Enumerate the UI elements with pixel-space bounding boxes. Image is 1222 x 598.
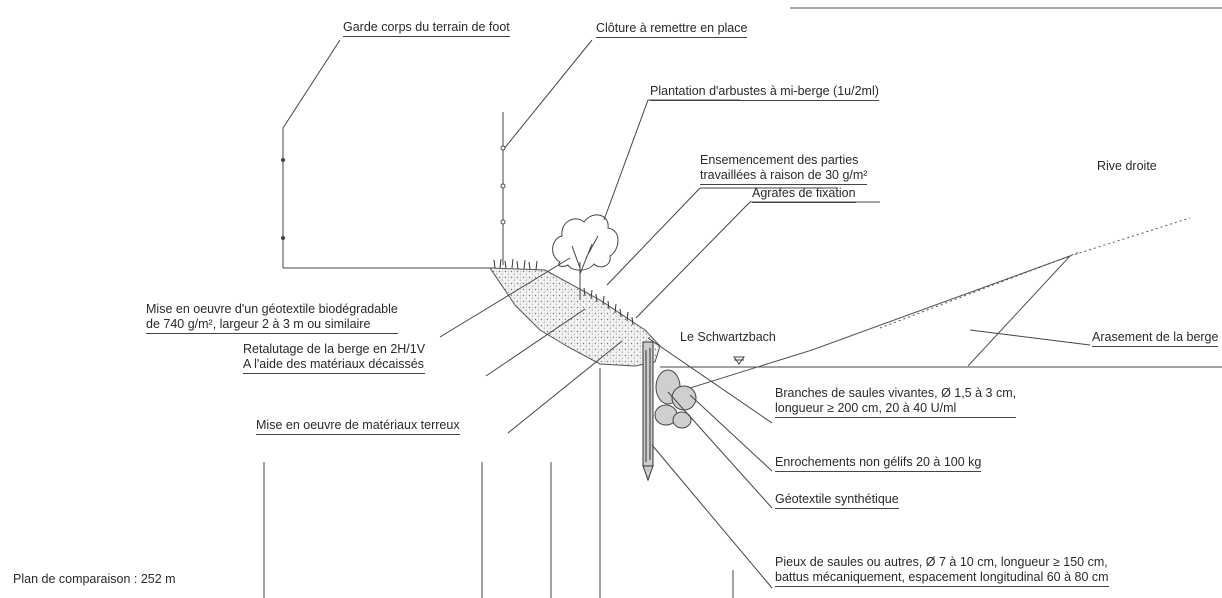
bank-soil bbox=[489, 267, 661, 367]
water-level bbox=[660, 356, 1222, 368]
label-retalutage-line1: Retalutage de la berge en 2H/1V bbox=[243, 342, 426, 356]
label-branches-line1: Branches de saules vivantes, Ø 1,5 à 3 c… bbox=[775, 386, 1017, 400]
label-enrochements: Enrochements non gélifs 20 à 100 kg bbox=[775, 455, 982, 472]
label-geotextile-synthetique: Géotextile synthétique bbox=[775, 492, 899, 509]
label-arasement: Arasement de la berge bbox=[1092, 330, 1219, 347]
label-garde-corps: Garde corps du terrain de foot bbox=[343, 20, 510, 37]
vertical-lines bbox=[263, 368, 734, 598]
label-pieux-saules: Pieux de saules ou autres, Ø 7 à 10 cm, … bbox=[775, 555, 1109, 587]
label-ensemencement-line2: travaillées à raison de 30 g/m² bbox=[700, 168, 868, 182]
label-rive-droite: Rive droite bbox=[1097, 159, 1157, 173]
right-bank bbox=[689, 217, 1191, 389]
label-agrafes: Agrafes de fixation bbox=[752, 186, 856, 203]
label-ensemencement: Ensemencement des parties travaillées à … bbox=[700, 153, 868, 185]
grass-tufts bbox=[493, 258, 634, 326]
label-ensemencement-line1: Ensemencement des parties bbox=[700, 153, 859, 167]
willow-stake bbox=[642, 341, 654, 482]
label-branches-saules: Branches de saules vivantes, Ø 1,5 à 3 c… bbox=[775, 386, 1017, 418]
label-branches-line2: longueur ≥ 200 cm, 20 à 40 U/ml bbox=[775, 401, 957, 415]
label-geotextile-biodegradable: Mise en oeuvre d'un géotextile biodégrad… bbox=[146, 302, 398, 334]
label-schwartzbach: Le Schwartzbach bbox=[680, 330, 776, 344]
label-cloture: Clôture à remettre en place bbox=[596, 21, 748, 38]
fence-post bbox=[500, 39, 593, 265]
railing bbox=[280, 39, 494, 269]
label-geotextile-bio-line2: de 740 g/m², largeur 2 à 3 m ou similair… bbox=[146, 317, 371, 331]
label-plan-comparaison: Plan de comparaison : 252 m bbox=[13, 572, 176, 586]
shrub bbox=[552, 214, 619, 300]
label-plantation: Plantation d'arbustes à mi-berge (1u/2ml… bbox=[650, 84, 879, 101]
label-retalutage-line2: A l'aide des matériaux décaissés bbox=[243, 357, 424, 371]
label-materiaux-terreux: Mise en oeuvre de matériaux terreux bbox=[256, 418, 460, 435]
rocks bbox=[654, 369, 697, 429]
label-pieux-line2: battus mécaniquement, espacement longitu… bbox=[775, 570, 1109, 584]
label-pieux-line1: Pieux de saules ou autres, Ø 7 à 10 cm, … bbox=[775, 555, 1108, 569]
label-geotextile-bio-line1: Mise en oeuvre d'un géotextile biodégrad… bbox=[146, 302, 398, 316]
label-retalutage: Retalutage de la berge en 2H/1V A l'aide… bbox=[243, 342, 426, 374]
